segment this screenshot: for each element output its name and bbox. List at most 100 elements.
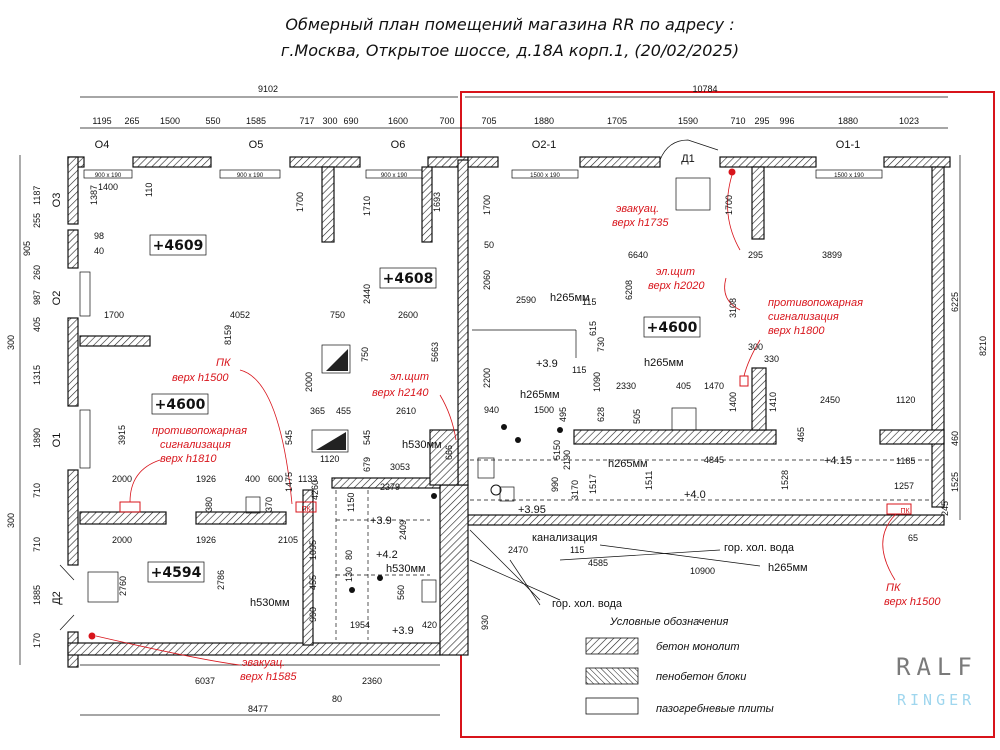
dimension-label: 987 xyxy=(32,290,42,305)
annotation-hydrant-right: ПК xyxy=(886,582,901,594)
window-size: 900 x 190 xyxy=(237,173,264,179)
level-mark: +4.15 xyxy=(824,455,852,467)
window-markers: 900 x 190 900 x 190 900 x 190 1500 x 190… xyxy=(79,169,883,469)
legend: Условные обозначения бетон монолит пеноб… xyxy=(585,616,774,715)
dimension-label: 3915 xyxy=(117,425,127,445)
dimension-label: 2360 xyxy=(362,676,382,686)
dimension-label: 3899 xyxy=(822,250,842,260)
dimension-label: 545 xyxy=(284,430,294,445)
level-mark: +3.9 xyxy=(536,358,558,370)
dimension-label: 1693 xyxy=(432,192,442,212)
dim-right-total: 10784 xyxy=(692,84,717,94)
top-dim: 710 xyxy=(730,116,745,126)
brand-logo: RALF RINGER xyxy=(896,653,972,709)
annotation-panel-top: эл.щит xyxy=(656,266,695,278)
legend-item-concrete: бетон монолит xyxy=(656,641,740,653)
window-size: 900 x 190 xyxy=(95,173,122,179)
top-dim: 265 xyxy=(124,116,139,126)
dimension-label: 2610 xyxy=(396,406,416,416)
annotation-panel-top-height: верх h2020 xyxy=(648,280,705,292)
dimension-label: 1120 xyxy=(896,395,915,405)
dimension-label: 1475 xyxy=(284,472,294,492)
dimension-label: 1700 xyxy=(295,192,305,212)
level-mark: +4.2 xyxy=(376,549,398,561)
opening-labels: O4 O5 O6 O2-1 Д1 O1-1 O3 O2 O1 Д2 xyxy=(51,139,860,605)
annotation-fire-alarm-right-3: верх h1800 xyxy=(768,325,825,337)
dimension-label: 545 xyxy=(362,430,372,445)
top-dim: 1590 xyxy=(678,116,698,126)
dimension-label: 990 xyxy=(308,607,318,622)
top-dim: 300 xyxy=(322,116,337,126)
room-level-4608: +4608 xyxy=(383,271,434,287)
top-dim: 1880 xyxy=(838,116,858,126)
dimension-label: 750 xyxy=(360,347,370,362)
top-dim: 1600 xyxy=(388,116,408,126)
room-level-4600-left: +4600 xyxy=(155,397,206,413)
top-dim: 700 xyxy=(439,116,454,126)
dimension-label: 260 xyxy=(32,265,42,280)
height-label: h530мм xyxy=(402,439,442,451)
dimension-label: 4260 xyxy=(310,480,320,500)
top-dim: 295 xyxy=(754,116,769,126)
dimension-label: 130 xyxy=(344,567,354,582)
dimension-label: 495 xyxy=(558,407,568,422)
hydrant-tag: ПК xyxy=(900,508,910,515)
dimension-label: 80 xyxy=(332,694,342,704)
top-dim: 1195 xyxy=(92,116,111,126)
height-labels: h265мм h265мм h265мм h265мм h265мм h530м… xyxy=(250,292,808,609)
dimension-label: 6208 xyxy=(624,280,634,300)
level-mark: +4.0 xyxy=(684,489,706,501)
legend-title: Условные обозначения xyxy=(609,616,729,628)
dimension-label: 666 xyxy=(444,445,454,460)
dimension-label: 679 xyxy=(362,457,372,472)
room-level-4609: +4609 xyxy=(153,238,204,254)
dimension-label: 2000 xyxy=(304,372,314,392)
dimension-label: 6640 xyxy=(628,250,648,260)
dimension-label: 1926 xyxy=(196,535,216,545)
level-mark: +3.9 xyxy=(370,515,392,527)
dimension-label: 1470 xyxy=(704,381,724,391)
plan-title-line1: Обмерный план помещений магазина RR по а… xyxy=(285,15,734,34)
red-annotations: эвакуац. верх h1735 эл.щит верх h2020 пр… xyxy=(152,203,941,683)
dimension-label: 8159 xyxy=(223,325,233,345)
dimension-label: 1315 xyxy=(32,365,42,385)
dimension-label: 1500 xyxy=(534,405,554,415)
window-size: 1500 x 190 xyxy=(834,173,864,179)
dimension-label: 330 xyxy=(764,354,779,364)
annotation-fire-alarm-left-2: сигнализация xyxy=(160,439,231,451)
dimension-label: 300 xyxy=(748,342,763,352)
columns xyxy=(87,177,711,603)
annotation-fire-alarm-left: противопожарная xyxy=(152,425,247,437)
dimension-label: 460 xyxy=(950,431,960,446)
annotation-panel-mid: эл.щит xyxy=(390,371,429,383)
dimension-label: 1090 xyxy=(592,372,602,392)
top-dim: 996 xyxy=(779,116,794,126)
height-label: h265мм xyxy=(550,292,590,304)
dimension-label: 400 xyxy=(245,474,260,484)
dimension-label: 2786 xyxy=(216,570,226,590)
height-label: h530мм xyxy=(386,563,426,575)
dimension-label: 3108 xyxy=(728,298,738,318)
dimension-label: 465 xyxy=(796,427,806,442)
dimension-label: 1400 xyxy=(728,392,738,412)
annotation-hydrant-right-height: верх h1500 xyxy=(884,596,941,608)
room-level-4594: +4594 xyxy=(151,565,202,581)
dimension-label: 8210 xyxy=(978,336,988,356)
dimension-label: 80 xyxy=(344,550,354,560)
dimension-label: 1700 xyxy=(724,195,734,215)
top-dim: 717 xyxy=(299,116,314,126)
dimension-label: 2200 xyxy=(482,368,492,388)
dimension-label: 1187 xyxy=(32,186,42,205)
dimension-label: 455 xyxy=(336,406,351,416)
dimension-label: 730 xyxy=(596,337,606,352)
dimension-label: 170 xyxy=(32,633,42,648)
dimension-label: 2060 xyxy=(482,270,492,290)
level-mark: +3.9 xyxy=(392,625,414,637)
opening-o6: O6 xyxy=(391,139,406,151)
dimension-label: 1257 xyxy=(894,481,914,491)
dimension-label: 115 xyxy=(570,545,584,555)
opening-o1: O1 xyxy=(51,433,63,448)
dimension-label: 255 xyxy=(32,213,42,228)
hydrant-tag: ПК xyxy=(301,506,311,513)
dimension-label: 245 xyxy=(940,501,950,516)
